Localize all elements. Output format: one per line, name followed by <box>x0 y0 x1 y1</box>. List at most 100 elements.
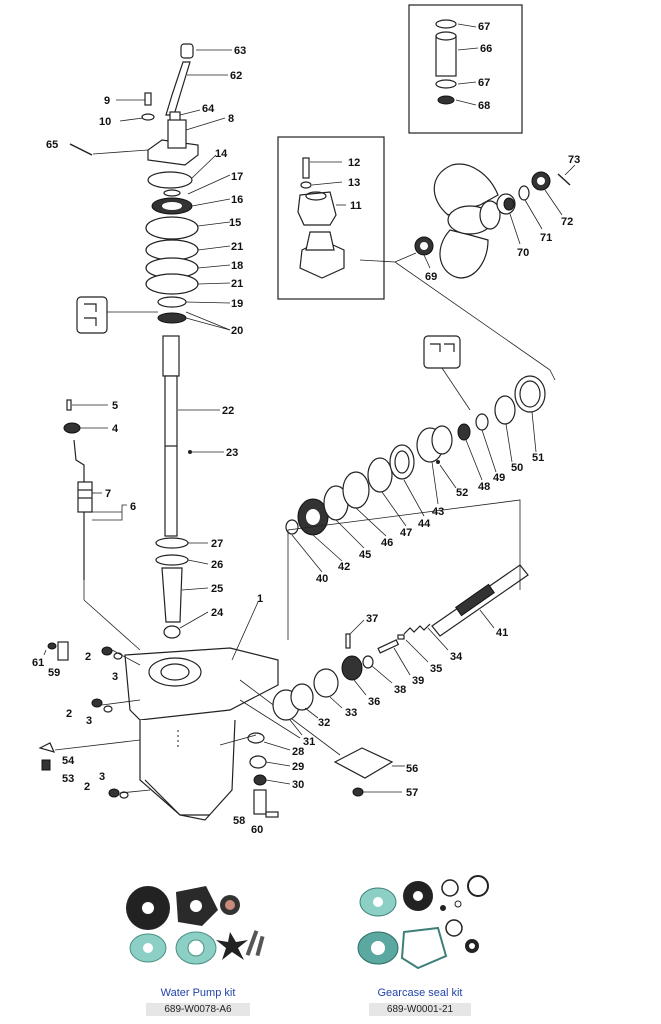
label-2: 2 <box>85 651 91 663</box>
part-screw-61 <box>47 642 57 650</box>
label-19: 19 <box>231 298 243 310</box>
part-pin-37 <box>345 633 351 649</box>
label-57: 57 <box>406 787 418 799</box>
part-bearing-44 <box>389 444 415 480</box>
label-40: 40 <box>316 573 328 585</box>
water-pump-kit-image <box>126 886 265 965</box>
part-liner-15 <box>145 216 199 240</box>
part-plate-16 <box>163 189 181 197</box>
part-bearing-32 <box>290 683 314 711</box>
part-pin-52 <box>436 460 440 464</box>
label-59: 59 <box>48 667 60 679</box>
part-screw-60 <box>265 811 279 818</box>
part-shift-rod-6 <box>73 439 85 580</box>
label-1: 1 <box>257 593 263 605</box>
label-65: 65 <box>46 139 58 151</box>
part-nut-72 <box>531 171 551 191</box>
label-62: 62 <box>230 70 242 82</box>
label-10: 10 <box>99 116 111 128</box>
part-grommet-28 <box>247 732 265 744</box>
label-44: 44 <box>418 518 431 530</box>
label-38: 38 <box>394 684 406 696</box>
part-trim-tab-56 <box>333 747 394 779</box>
inset-box-shaft-housing <box>408 4 523 134</box>
label-35: 35 <box>430 663 442 675</box>
part-plug-54 <box>38 742 56 753</box>
part-spring-34 <box>403 623 431 635</box>
label-42: 42 <box>338 561 350 573</box>
label-17: 17 <box>231 171 243 183</box>
label-63: 63 <box>234 45 246 57</box>
part-plate-59 <box>57 641 69 661</box>
part-drain-screw-53 <box>41 759 51 771</box>
label-49: 49 <box>493 472 505 484</box>
label-34: 34 <box>450 651 463 663</box>
label-64: 64 <box>202 103 215 115</box>
water-pump-kit-code: 689-W0078-A6 <box>146 1003 250 1016</box>
part-spacer-70 <box>496 193 516 215</box>
part-plate-58 <box>253 789 267 815</box>
label-58: 58 <box>233 815 245 827</box>
label-45: 45 <box>359 549 371 561</box>
label-2: 2 <box>66 708 72 720</box>
gearcase-seal-kit-name: Gearcase seal kit <box>377 987 463 999</box>
part-cotter-pin-73 <box>557 173 571 186</box>
label-3: 3 <box>112 671 118 683</box>
label-21: 21 <box>231 278 243 290</box>
label-60: 60 <box>251 824 263 836</box>
label-36: 36 <box>368 696 380 708</box>
part-lower-case-1 <box>124 647 279 821</box>
label-68: 68 <box>478 100 490 112</box>
label-41: 41 <box>496 627 508 639</box>
part-oil-seal-48 <box>457 423 471 441</box>
part-washer-71 <box>518 185 530 201</box>
label-21: 21 <box>231 241 243 253</box>
label-13: 13 <box>348 177 360 189</box>
seal-detail-box <box>76 296 108 334</box>
label-3: 3 <box>86 715 92 727</box>
label-46: 46 <box>381 537 393 549</box>
part-spring-38 <box>362 655 374 669</box>
gearcase-seal-kit-image <box>357 875 489 970</box>
part-pin-65 <box>69 143 93 156</box>
label-24: 24 <box>211 607 224 619</box>
label-5: 5 <box>112 400 118 412</box>
label-39: 39 <box>412 675 424 687</box>
label-16: 16 <box>231 194 243 206</box>
part-cap-63 <box>180 43 194 59</box>
gearcase-seal-kit[interactable]: Gearcase seal kit 689-W0001-21 <box>320 870 520 1017</box>
part-bolt-9 <box>144 92 152 106</box>
label-51: 51 <box>532 452 544 464</box>
label-33: 33 <box>345 707 357 719</box>
part-ring-47 <box>367 457 393 493</box>
part-bolt-2b <box>91 698 103 708</box>
label-18: 18 <box>231 260 243 272</box>
label-69: 69 <box>425 271 437 283</box>
label-2: 2 <box>84 781 90 793</box>
label-11: 11 <box>350 200 362 212</box>
part-ring-nut-51 <box>514 375 546 413</box>
part-washer-3b <box>103 705 113 713</box>
part-drive-shaft-tube-25 <box>161 567 183 623</box>
label-66: 66 <box>480 43 492 55</box>
label-53: 53 <box>62 773 74 785</box>
part-bearing-housing-43 <box>416 425 453 463</box>
label-67: 67 <box>478 21 490 33</box>
label-15: 15 <box>229 217 241 229</box>
part-gear-33 <box>313 668 339 698</box>
label-20: 20 <box>231 325 243 337</box>
inset-box-pump-housing <box>277 136 385 300</box>
label-37: 37 <box>366 613 378 625</box>
water-pump-kit[interactable]: Water Pump kit 689-W0078-A6 <box>98 870 298 1017</box>
label-12: 12 <box>348 157 360 169</box>
exploded-parts-diagram <box>38 4 576 821</box>
part-propeller-69 <box>414 163 501 279</box>
part-clutch-36 <box>341 655 363 681</box>
label-47: 47 <box>400 527 412 539</box>
label-31: 31 <box>303 736 315 748</box>
label-70: 70 <box>517 247 529 259</box>
label-14: 14 <box>215 148 228 160</box>
label-52: 52 <box>456 487 468 499</box>
part-propeller-shaft-41 <box>431 564 529 637</box>
label-27: 27 <box>211 538 223 550</box>
